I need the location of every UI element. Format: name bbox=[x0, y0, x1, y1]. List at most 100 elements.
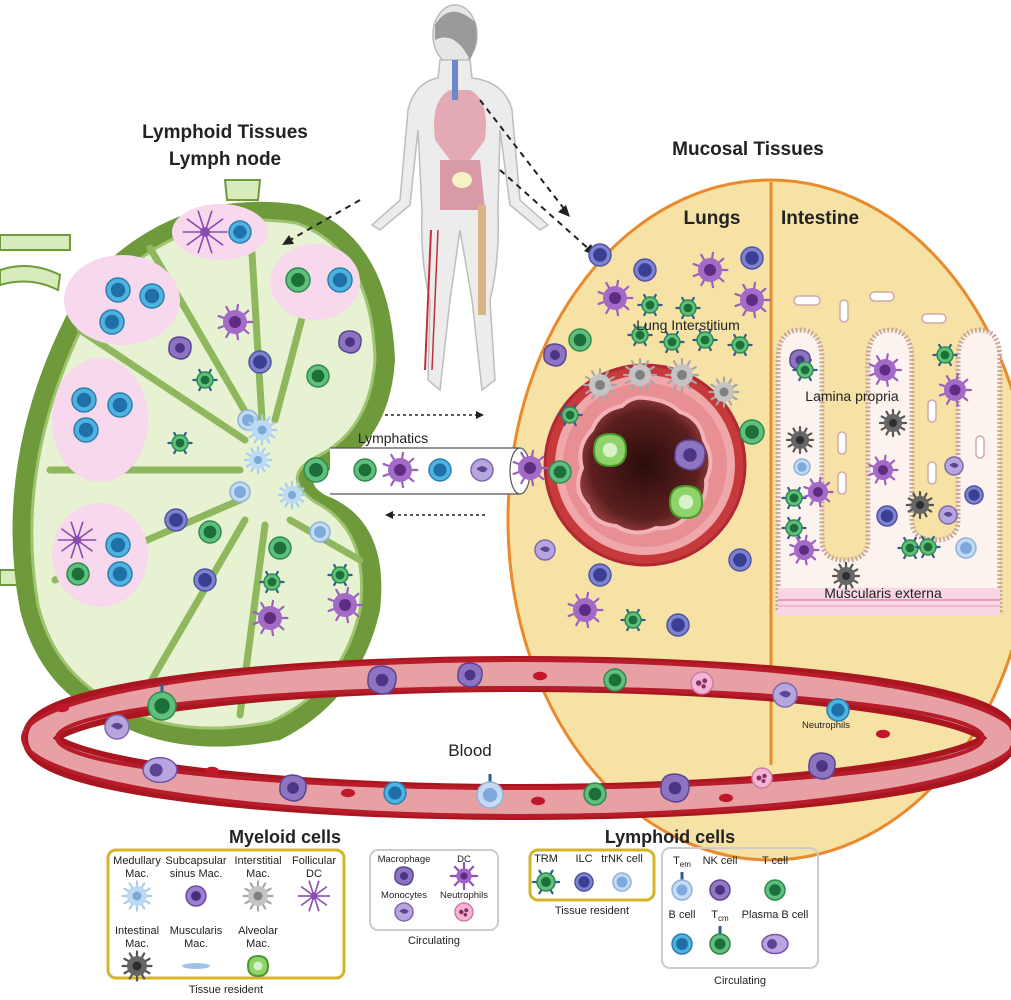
lymph-node-title: Lymph node bbox=[169, 149, 281, 170]
blue-lymphocyte-cell bbox=[666, 613, 690, 637]
legend-circ-myeloid-0: Macrophage bbox=[378, 854, 431, 865]
purple-dc-cell bbox=[789, 534, 820, 566]
labels: Lymphoid Tissues Lymph node Mucosal Tiss… bbox=[142, 122, 942, 760]
legend-circ-lymphoid-2: T cell bbox=[762, 855, 788, 867]
lymphoid-circulating-title: Circulating bbox=[714, 975, 766, 987]
green-cell-receptors-cell bbox=[620, 608, 646, 632]
legend-circ-lymphoid-0: Tem bbox=[673, 855, 691, 869]
purple-macrophage-cell bbox=[338, 330, 362, 354]
arrow-to-intestine bbox=[499, 169, 591, 251]
muscularis-externa-label: Muscularis externa bbox=[824, 585, 942, 601]
purple-dc-cell bbox=[567, 591, 604, 629]
spiky-cell-dark-cell bbox=[878, 408, 908, 438]
purple-macrophage-cell bbox=[168, 336, 192, 360]
green-cell-receptors-cell bbox=[637, 293, 663, 317]
blue-b-cell-cell bbox=[99, 309, 125, 335]
legend-res-lymphoid-0: TRM bbox=[534, 853, 558, 865]
purple-kidney-cell-cell bbox=[944, 456, 964, 476]
purple-macrophage-cell bbox=[367, 665, 397, 695]
mucosal-tissues-title: Mucosal Tissues bbox=[672, 139, 824, 160]
rbc-cell bbox=[533, 671, 547, 681]
rbc-cell bbox=[205, 766, 219, 776]
light-blue-lymphocyte-cell bbox=[309, 521, 331, 543]
body-silhouette bbox=[370, 59, 550, 392]
myeloid-circulating-box bbox=[369, 849, 499, 931]
green-cell-receptors-cell bbox=[781, 486, 807, 510]
purple-dc-cell bbox=[382, 451, 419, 489]
blue-b-cell-cell bbox=[327, 267, 353, 293]
pink-neutrophil-icon bbox=[454, 902, 474, 922]
spiky-cell-grey-cell bbox=[582, 367, 618, 403]
legend-res-lymphoid-1: ILC bbox=[575, 853, 592, 865]
purple-macrophage-cell bbox=[660, 773, 690, 803]
spiky-cell-light-blue-cell bbox=[277, 480, 307, 510]
green-cell-receptors-cell bbox=[192, 368, 218, 392]
legend-sublabel-0: Mac. bbox=[125, 868, 149, 880]
dendritic-star-purple-icon bbox=[298, 880, 330, 912]
spiky-cell-light-blue-cell bbox=[243, 445, 273, 475]
purple-dc-cell bbox=[217, 303, 254, 341]
flat-cell-blue-icon bbox=[182, 963, 210, 969]
rbc-cell bbox=[719, 793, 733, 803]
rbc-cell bbox=[55, 703, 69, 713]
green-cell-cell bbox=[603, 668, 627, 692]
green-cell-receptors-cell bbox=[675, 296, 701, 320]
myeloid-resident-title: Tissue resident bbox=[189, 984, 263, 996]
legend-circ-myeloid-1: DC bbox=[457, 854, 471, 865]
dendritic-star-purple-cell bbox=[57, 521, 97, 559]
rbc-cell bbox=[531, 796, 545, 806]
green-receptor-cell-icon bbox=[709, 926, 731, 955]
blue-b-cell-cell bbox=[105, 532, 131, 558]
purple-dc-cell bbox=[803, 476, 834, 508]
arrow-to-lungs bbox=[479, 99, 566, 211]
arrow-to-lymph-node bbox=[289, 199, 361, 241]
green-cell-cell bbox=[306, 364, 330, 388]
spiky-cell-dark-icon bbox=[121, 950, 153, 982]
purple-dc-cell bbox=[512, 449, 549, 487]
spiky-cell-grey-icon bbox=[242, 880, 274, 912]
lung-interstitium-label: Lung Interstitium bbox=[636, 317, 740, 333]
legend-circ-myeloid-2: Monocytes bbox=[381, 890, 427, 901]
blue-lymphocyte-cell bbox=[193, 568, 217, 592]
blue-lymphocyte-icon bbox=[574, 872, 594, 892]
spiky-cell-light-blue-cell bbox=[246, 414, 278, 446]
purple-macrophage-cell bbox=[808, 752, 836, 780]
legend-circ-myeloid-3: Neutrophils bbox=[440, 890, 488, 901]
legend-sublabel-4: Mac. bbox=[125, 938, 149, 950]
purple-macrophage-cell bbox=[674, 439, 706, 471]
legend-label-3: Follicular bbox=[292, 855, 336, 867]
muscularis-layer bbox=[778, 588, 1000, 616]
blue-lymphocyte-cell bbox=[633, 258, 657, 282]
spiky-cell-grey-cell bbox=[664, 357, 700, 393]
green-cell-receptors-cell bbox=[727, 333, 753, 357]
purple-macrophage-cell bbox=[543, 343, 567, 367]
light-blue-receptor-cell-cell bbox=[476, 774, 504, 809]
intestine-title: Intestine bbox=[781, 208, 859, 229]
blue-b-cell-cell bbox=[228, 220, 252, 244]
neutrophils-label: Neutrophils bbox=[802, 720, 850, 731]
purple-kidney-cell-icon bbox=[394, 902, 414, 922]
green-cell-cell bbox=[548, 460, 572, 484]
purple-granular-cell-icon bbox=[709, 879, 731, 901]
lymph-node bbox=[0, 179, 395, 747]
cells-layer bbox=[55, 210, 984, 809]
green-cell-receptors-cell bbox=[932, 343, 958, 367]
purple-dc-cell bbox=[327, 586, 364, 624]
light-blue-receptor-cell-icon bbox=[671, 872, 693, 901]
purple-dc-cell bbox=[734, 281, 771, 319]
rbc-cell bbox=[876, 729, 890, 739]
lymphoid-cells-title: Lymphoid cells bbox=[605, 827, 735, 847]
legend: Myeloid cells Lymphoid cells Tissue resi… bbox=[106, 827, 819, 996]
purple-dc-cell bbox=[252, 599, 289, 637]
green-cell-receptors-cell bbox=[259, 570, 285, 594]
pink-neutrophil-cell bbox=[690, 671, 714, 695]
myeloid-cells-title: Myeloid cells bbox=[229, 827, 341, 847]
lymphoid-tissues-title: Lymphoid Tissues bbox=[142, 122, 308, 143]
green-cell-icon bbox=[764, 879, 786, 901]
human-body-figure bbox=[282, 4, 596, 392]
blue-lymphocyte-cell bbox=[588, 243, 612, 267]
blue-b-cell-cell bbox=[107, 392, 133, 418]
blue-b-cell-cell bbox=[428, 458, 452, 482]
